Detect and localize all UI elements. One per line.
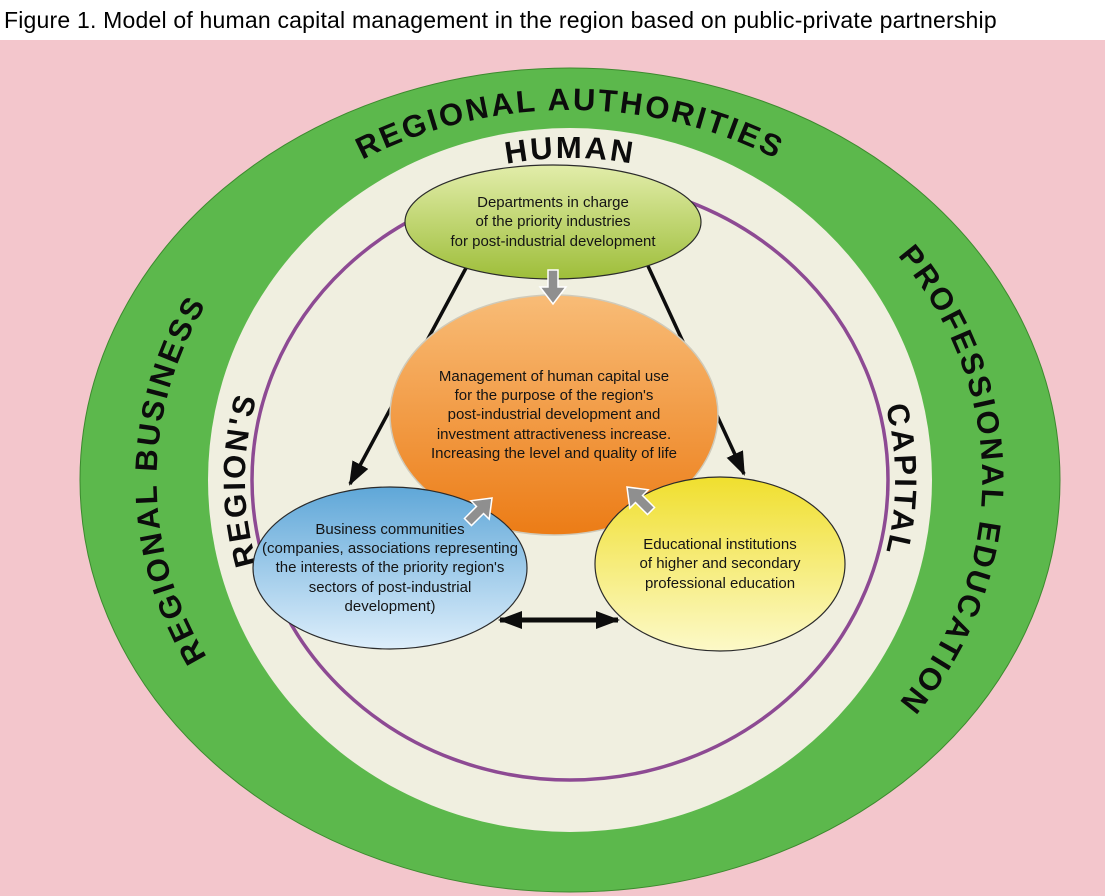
node-business [252, 486, 528, 650]
node-education [594, 476, 846, 652]
node-business-text: Business communities (companies, associa… [262, 521, 518, 615]
node-education-text: Educational institutions of higher and s… [639, 536, 801, 592]
diagram-canvas: REGIONAL AUTHORITIES PROFESSIONAL EDUCAT… [0, 40, 1105, 896]
figure-caption-text: Figure 1. Model of human capital managem… [4, 6, 997, 33]
figure-caption: Figure 1. Model of human capital managem… [0, 0, 1105, 40]
node-departments-text: Departments in charge of the priority in… [450, 194, 656, 250]
inner-label-human: HUMAN [502, 130, 638, 171]
node-management-text: Management of human capital use for the … [431, 368, 677, 462]
